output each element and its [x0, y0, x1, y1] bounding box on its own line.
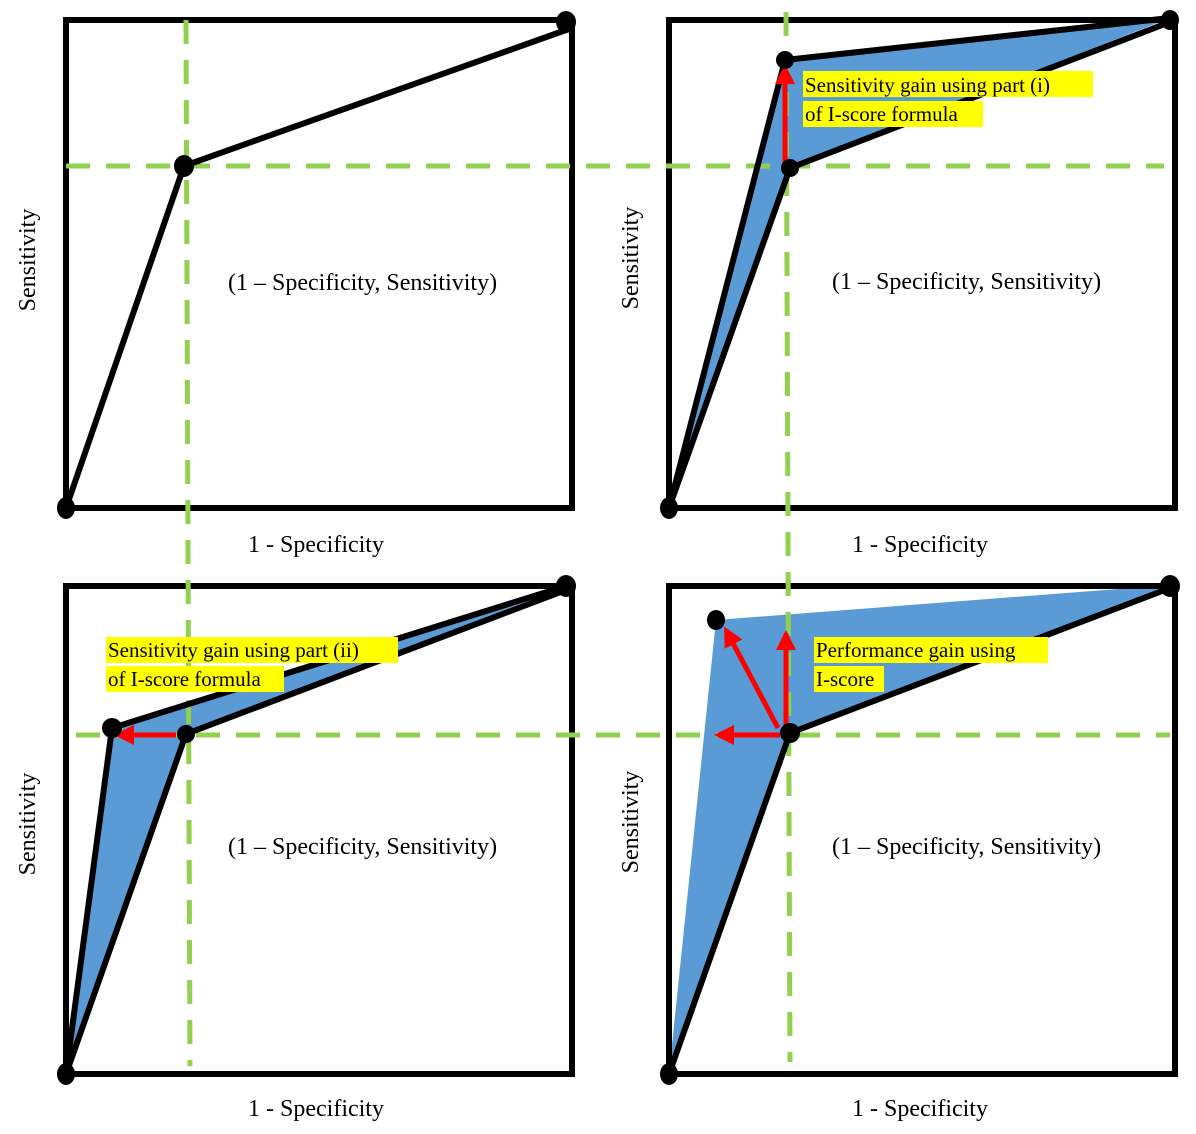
point-end-top-right: [1161, 10, 1179, 30]
point-origin-bottom-right: [660, 1063, 678, 1085]
panel-frames: [63, 17, 1178, 1077]
guide-vertical-left: [183, 19, 193, 1067]
x-axis-label-bottom-left: 1 - Specificity: [248, 1096, 384, 1122]
frame-bottom-right: [666, 583, 1178, 1077]
axis-labels: 1 - Specificity 1 - Specificity 1 - Spec…: [15, 207, 988, 1122]
point-mid-bottom-left: [177, 725, 195, 743]
callout-highlight: [106, 666, 284, 692]
roc-curve-top-left: [63, 27, 568, 509]
callout-bottom-left: Sensitivity gain using part (ii) of I-sc…: [106, 637, 398, 692]
point-origin-bottom-left: [57, 1063, 75, 1085]
callout-highlight: [803, 71, 1093, 97]
point-origin-top-left: [57, 497, 75, 519]
callout-highlight: [814, 637, 1048, 663]
x-axis-label-bottom-right: 1 - Specificity: [852, 1096, 988, 1122]
point-mid-bottom-right: [780, 723, 800, 743]
frame-top-right: [666, 17, 1178, 511]
callout-highlight: [106, 637, 398, 663]
point-new-bottom-right: [707, 610, 725, 630]
callout-top-right: Sensitivity gain using part (i) of I-sco…: [803, 71, 1093, 127]
area-top-right: [669, 18, 1170, 508]
area-bottom-right: [669, 585, 1170, 1074]
area-fills: [66, 18, 1170, 1074]
arrow-gain-diagonal: [723, 626, 781, 730]
point-label-bottom-left: (1 – Specificity, Sensitivity): [228, 834, 497, 860]
point-annotations: (1 – Specificity, Sensitivity) (1 – Spec…: [228, 269, 1101, 860]
guide-vertical-right: [783, 11, 793, 1063]
callout-line: Sensitivity gain using part (i): [805, 73, 1050, 97]
callout-line: Performance gain using: [816, 638, 1016, 662]
point-new-top-right: [776, 51, 794, 69]
point-mid-top-right: [781, 159, 799, 177]
callout-highlight: [803, 101, 983, 127]
roc-curves: [63, 15, 1172, 1076]
roc-points: [57, 10, 1180, 1085]
callout-line: Sensitivity gain using part (ii): [108, 638, 359, 662]
y-axis-label-top-right: Sensitivity: [618, 207, 644, 310]
point-label-bottom-right: (1 – Specificity, Sensitivity): [832, 834, 1101, 860]
frame-bottom-left: [63, 583, 575, 1077]
point-end-bottom-left: [556, 575, 576, 597]
y-axis-label-bottom-left: Sensitivity: [15, 773, 41, 876]
y-axis-label-top-left: Sensitivity: [15, 209, 41, 312]
point-mid-top-left: [174, 155, 194, 177]
callout-line: I-score: [816, 667, 874, 691]
point-label-top-right: (1 – Specificity, Sensitivity): [832, 269, 1101, 295]
point-origin-top-right: [660, 497, 678, 519]
callout-bottom-right: Performance gain using I-score: [814, 637, 1048, 692]
guide-lines: [66, 11, 1170, 1067]
point-label-top-left: (1 – Specificity, Sensitivity): [228, 270, 497, 296]
y-axis-label-bottom-right: Sensitivity: [618, 771, 644, 874]
callout-highlight: [814, 666, 884, 692]
callout-line: of I-score formula: [108, 667, 261, 691]
callout-line: of I-score formula: [805, 102, 958, 126]
frame-top-left: [63, 17, 575, 511]
point-end-bottom-right: [1160, 575, 1180, 597]
gain-arrows: [114, 64, 796, 745]
point-new-bottom-left: [102, 718, 122, 738]
x-axis-label-top-right: 1 - Specificity: [852, 532, 988, 558]
x-axis-label-top-left: 1 - Specificity: [248, 532, 384, 558]
point-end-top-left: [556, 11, 576, 33]
